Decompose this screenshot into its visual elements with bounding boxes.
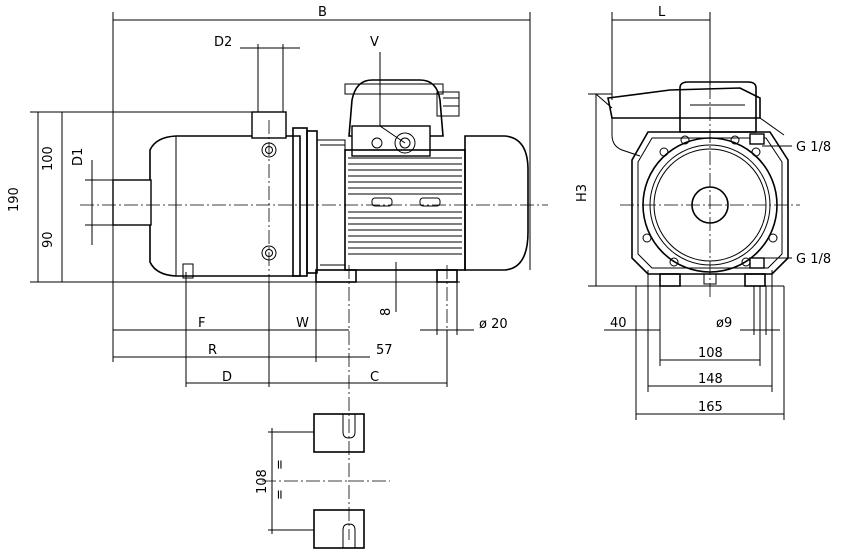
dimension-labels: B D2 V L 100 190 D1 90 H3 G 1/8 G 1/8 8 … [7,5,831,500]
label-40: 40 [610,316,627,331]
label-H3: H3 [575,184,590,202]
label-B: B [318,5,327,20]
plug-bottom [749,257,765,269]
label-G18-top: G 1/8 [796,140,831,155]
label-phi20: ø 20 [479,317,508,332]
label-phi9: ø9 [716,316,732,331]
label-V: V [370,35,379,50]
terminal-box-front [607,87,761,119]
label-8: 8 [379,308,394,316]
label-100: 100 [41,146,56,171]
label-D1: D1 [71,148,86,166]
fan-cover [464,135,529,271]
label-L: L [658,5,666,20]
label-165: 165 [698,400,723,415]
pump-side-view [112,79,529,283]
pump-foot [315,269,357,283]
label-D: D [222,370,232,385]
label-W: W [296,316,309,331]
label-equal-bottom: = [273,489,288,500]
label-D2: D2 [214,35,232,50]
plug-top [749,133,765,145]
label-R: R [208,343,217,358]
label-G18-bottom: G 1/8 [796,252,831,267]
pump-front-view [595,81,789,287]
motor-fins [348,157,462,255]
foot-detail [262,413,390,549]
dimension-lines [30,12,531,387]
label-190: 190 [7,187,22,212]
label-57: 57 [376,343,393,358]
terminal-box [348,79,444,137]
motor-body [344,149,466,271]
suction-nozzle [112,179,152,226]
front-dimension-lines [588,12,792,420]
label-equal-top: = [273,459,288,470]
label-C: C [370,370,379,385]
label-F: F [198,316,205,331]
label-90: 90 [41,231,56,248]
label-108-side: 108 [698,346,723,361]
label-108-base: 108 [255,469,270,494]
pump-body [149,135,301,277]
label-148: 148 [698,372,723,387]
